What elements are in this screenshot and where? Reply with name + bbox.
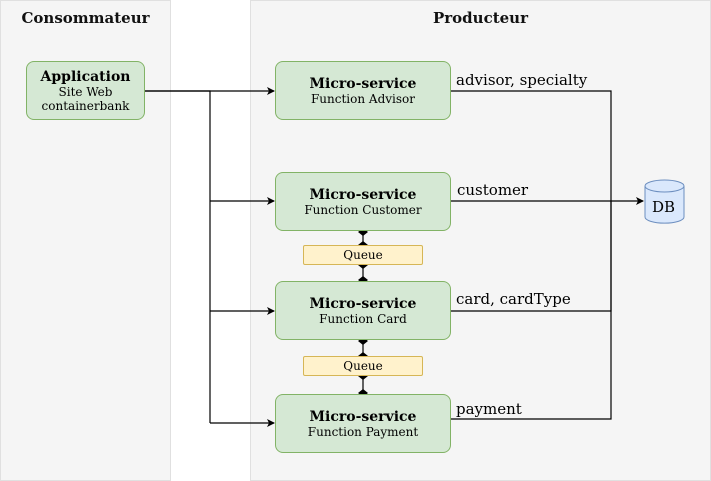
queue-2: Queue [303,356,423,376]
application-line1: Site Web [58,84,113,99]
producer-panel-title: Producteur [433,9,528,27]
database-icon [644,179,685,224]
application-line2: containerbank [41,98,130,113]
service-payment: Micro-service Function Payment [275,394,451,453]
edge-label-card: card, cardType [456,290,571,308]
service-subtitle: Function Advisor [310,91,415,106]
edge-payment-db [451,201,612,420]
edge-label-payment: payment [456,400,522,418]
edge-advisor-db [451,90,612,201]
service-advisor: Micro-service Function Advisor [275,61,451,120]
service-title: Micro-service [309,295,417,312]
service-subtitle: Function Card [319,311,407,326]
edge-app-trunk [145,90,211,423]
service-card: Micro-service Function Card [275,281,451,340]
service-customer: Micro-service Function Customer [275,172,451,231]
service-title: Micro-service [309,186,417,203]
service-title: Micro-service [309,408,417,425]
edge-label-customer: customer [457,181,529,199]
consumer-panel-title: Consommateur [21,9,150,27]
database-label: DB [652,198,676,216]
application-title: Application [40,68,131,85]
service-subtitle: Function Payment [307,424,419,439]
queue-1: Queue [303,245,423,265]
application-node: Application Site Web containerbank [26,61,145,120]
service-title: Micro-service [309,75,417,92]
edge-label-advisor: advisor, specialty [456,71,588,89]
service-subtitle: Function Customer [304,202,422,217]
